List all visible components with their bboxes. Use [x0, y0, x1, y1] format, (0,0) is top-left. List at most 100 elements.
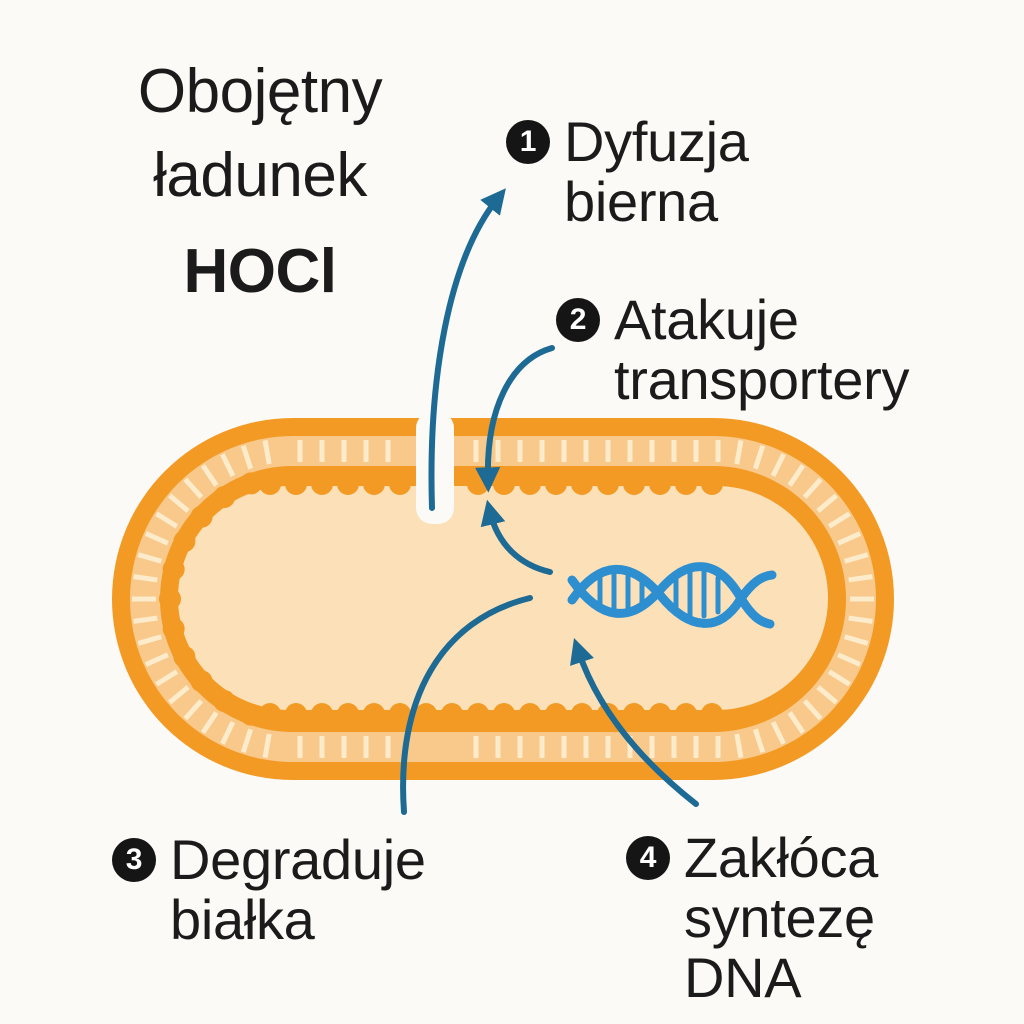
membrane-tick	[137, 552, 162, 564]
title-line-1: Obojętny	[137, 57, 383, 126]
step-3-line-2: białka	[170, 888, 315, 951]
lipid-head	[213, 689, 236, 712]
lipid-head	[701, 473, 723, 495]
membrane-tick	[816, 685, 838, 705]
phospholipid-ticks	[132, 440, 874, 758]
membrane-tick	[144, 652, 169, 667]
lipid-head	[623, 703, 645, 725]
lipid-head	[519, 703, 541, 725]
membrane-tick	[848, 615, 873, 624]
lipid-head	[701, 703, 723, 725]
step-4-line-2: syntezę	[684, 886, 875, 949]
membrane-tick	[220, 721, 236, 745]
lipid-head	[389, 473, 411, 495]
membrane-tick	[133, 615, 158, 624]
lipid-head	[441, 703, 463, 725]
lipid-head	[159, 588, 181, 610]
lipid-head	[467, 703, 489, 725]
title-line-2: ładunek	[153, 141, 367, 210]
lipid-head	[649, 473, 671, 495]
step-1-number: 1	[506, 120, 550, 164]
lipid-head	[285, 473, 307, 495]
lipid-head	[545, 703, 567, 725]
membrane-tick	[770, 721, 786, 745]
membrane-tick	[844, 634, 869, 646]
lipid-head	[162, 558, 185, 581]
lipid-head	[337, 473, 359, 495]
membrane-tick	[827, 511, 851, 529]
lipid-head	[213, 486, 236, 509]
lipid-head	[190, 670, 213, 693]
step-2-label: 2 Atakuje transportery	[556, 290, 909, 410]
membrane-tick	[262, 733, 272, 758]
membrane-tick	[787, 711, 806, 734]
membrane-tick	[168, 685, 190, 705]
lipid-head	[571, 703, 593, 725]
lipid-head	[519, 473, 541, 495]
step-2-line-1: Atakuje	[614, 288, 799, 351]
arrow-dna-synthesis	[570, 638, 699, 807]
step-2-number: 2	[556, 298, 600, 342]
arrow-proteins	[400, 595, 533, 815]
membrane-tick	[183, 477, 204, 499]
lipid-head	[649, 703, 671, 725]
arrow-transporters	[475, 345, 555, 493]
membrane-tick	[752, 445, 766, 470]
membrane-tick	[155, 511, 179, 529]
lipid-head	[190, 505, 213, 528]
lipid-head	[239, 703, 262, 726]
lipid-head	[311, 703, 333, 725]
membrane-tick	[752, 728, 766, 753]
membrane-tick	[240, 445, 254, 470]
membrane-tick	[848, 574, 873, 583]
lipid-head	[623, 473, 645, 495]
cytoplasm	[178, 486, 828, 710]
lipid-head	[493, 703, 515, 725]
step-4-line-3: DNA	[684, 946, 802, 1009]
membrane-tick	[837, 652, 862, 667]
arrow-diffusion	[428, 188, 506, 511]
membrane-tick	[200, 711, 219, 734]
lipid-head	[173, 530, 196, 553]
membrane-tick	[137, 634, 162, 646]
membrane-tick	[240, 728, 254, 753]
lipid-head	[389, 703, 411, 725]
lipid-head	[363, 473, 385, 495]
lipid-head	[259, 473, 281, 495]
membrane-tick	[787, 464, 806, 487]
membrane-tick	[155, 669, 179, 687]
lipid-head	[363, 703, 385, 725]
lipid-head	[493, 473, 515, 495]
lipid-head	[259, 703, 281, 725]
step-4-line-1: Zakłóca	[684, 826, 878, 889]
membrane-tick	[262, 440, 272, 465]
title: Obojętny ładunek HOCl	[70, 50, 450, 314]
lipid-head	[415, 703, 437, 725]
membrane-tick	[220, 453, 236, 477]
lipid-head	[173, 645, 196, 668]
step-3-number: 3	[112, 838, 156, 882]
membrane-tick	[816, 493, 838, 513]
step-2-line-2: transportery	[614, 348, 910, 411]
lipid-head	[545, 473, 567, 495]
lipid-head	[597, 473, 619, 495]
membrane-tick	[734, 733, 744, 758]
dna-helix-icon	[567, 562, 777, 629]
lipid-head	[285, 703, 307, 725]
membrane-tick	[844, 552, 869, 564]
lipid-head	[162, 617, 185, 640]
arrow-dna-to-membrane	[480, 499, 553, 575]
lipid-head	[337, 703, 359, 725]
lipid-head	[239, 472, 262, 495]
membrane-tick	[133, 574, 158, 583]
membrane-tick	[734, 440, 744, 465]
membrane-tick	[144, 531, 169, 546]
lipid-head	[675, 703, 697, 725]
membrane-tick	[770, 453, 786, 477]
membrane-tick	[837, 531, 862, 546]
title-line-3: HOCl	[183, 237, 338, 306]
